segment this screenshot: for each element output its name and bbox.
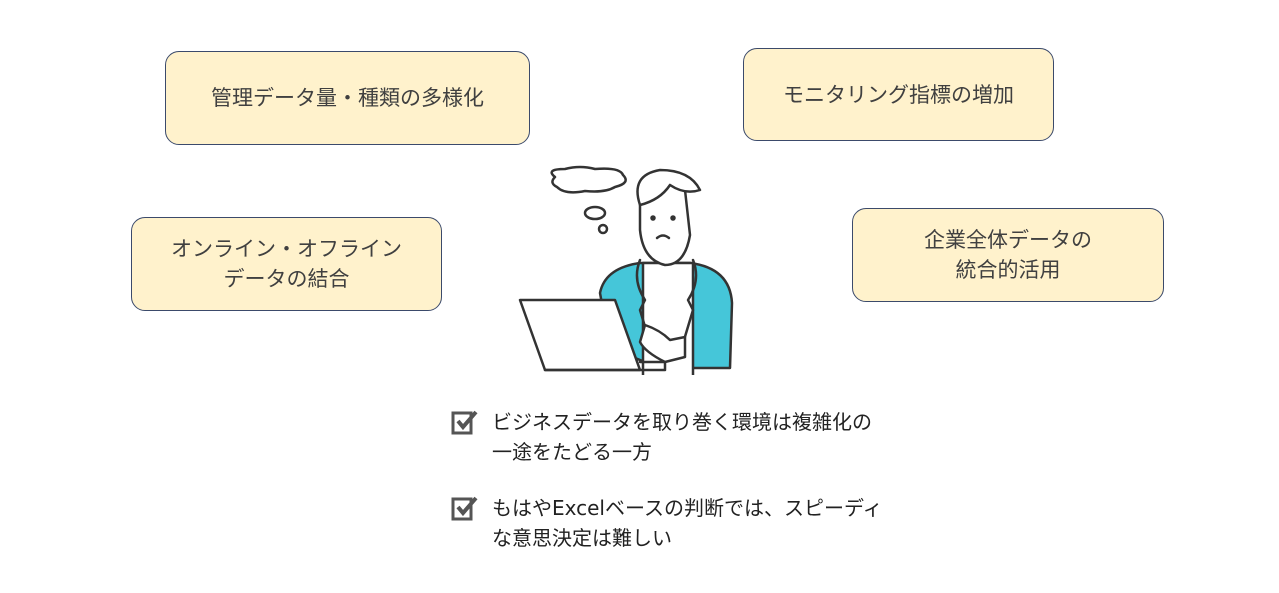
box-label: 管理データ量・種類の多様化 [211,86,484,110]
worried-person-laptop-illustration [518,165,734,375]
challenge-box-enterprise-data: 企業全体データの 統合的活用 [852,208,1164,302]
bullet-text: もはやExcelベースの判断では、スピーディ な意思決定は難しい [492,496,883,550]
box-label: モニタリング指標の増加 [783,82,1014,107]
challenge-box-online-offline: オンライン・オフライン データの結合 [131,217,442,311]
box-label: 企業全体データの 統合的活用 [924,228,1092,282]
box-label: オンライン・オフライン データの結合 [171,237,402,291]
bullet-item: ビジネスデータを取り巻く環境は複雑化の 一途をたどる一方 [450,407,872,467]
bullet-item: もはやExcelベースの判断では、スピーディ な意思決定は難しい [450,493,883,553]
challenge-box-data-diversity: 管理データ量・種類の多様化 [165,51,530,145]
challenge-box-monitoring-metrics: モニタリング指標の増加 [743,48,1054,141]
checkbox-checked-icon [451,410,478,435]
checkbox-checked-icon [451,496,478,521]
bullet-text: ビジネスデータを取り巻く環境は複雑化の 一途をたどる一方 [492,410,872,464]
